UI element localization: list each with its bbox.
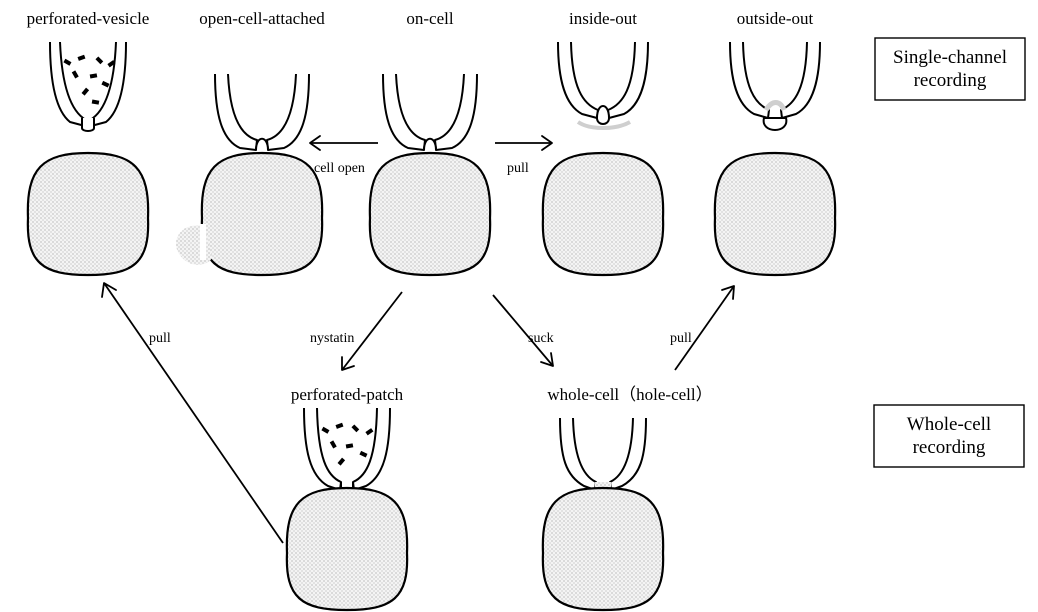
pipette — [50, 42, 126, 131]
arrow-label-pull-inside-out: pull — [507, 161, 529, 176]
on-cell-figure — [370, 74, 490, 275]
pipette — [730, 42, 820, 130]
arrow-label-pull-left: pull — [149, 331, 171, 346]
perforated-vesicle-figure — [28, 42, 148, 275]
label-inside-out: inside-out — [569, 9, 637, 28]
arrow-label-nystatin: nystatin — [310, 331, 354, 346]
whole-cell-recording-box: Whole-cell recording — [874, 405, 1024, 467]
whole-cell-line1: Whole-cell — [907, 414, 991, 435]
whole-cell-line2: recording — [913, 437, 986, 458]
arrow-cell-open — [310, 136, 378, 150]
pipette — [215, 74, 309, 150]
cell — [370, 153, 490, 275]
whole-cell-figure — [543, 418, 663, 610]
label-on-cell: on-cell — [406, 9, 453, 28]
perforated-patch-figure — [287, 408, 407, 610]
label-perforated-patch: perforated-patch — [291, 385, 404, 404]
pipette — [560, 418, 646, 494]
label-perforated-vesicle: perforated-vesicle — [27, 9, 150, 28]
cell — [287, 488, 407, 610]
arrow-label-suck: suck — [528, 331, 554, 346]
arrow-pull-left — [102, 283, 283, 543]
arrow-pull-inside-out — [495, 136, 552, 150]
pipette — [558, 42, 648, 128]
cell — [715, 153, 835, 275]
arrow-label-cell-open: cell open — [314, 161, 365, 176]
cell — [28, 153, 148, 275]
single-channel-line1: Single-channel — [893, 47, 1007, 68]
single-channel-recording-box: Single-channel recording — [875, 38, 1025, 100]
nystatin-grains — [321, 423, 373, 466]
cell — [543, 153, 663, 275]
arrow-label-pull-right: pull — [670, 331, 692, 346]
inside-out-figure — [543, 42, 663, 275]
pipette — [383, 74, 477, 150]
label-outside-out: outside-out — [737, 9, 814, 28]
open-cell-attached-figure — [176, 74, 322, 275]
outside-out-figure — [715, 42, 835, 275]
arrow-pull-right — [675, 286, 734, 370]
cell — [202, 153, 322, 275]
single-channel-line2: recording — [914, 70, 987, 91]
pipette — [304, 408, 390, 496]
label-open-cell-attached: open-cell-attached — [199, 9, 325, 28]
label-whole-cell: whole-cell（hole-cell） — [547, 385, 712, 404]
cell — [543, 488, 663, 610]
